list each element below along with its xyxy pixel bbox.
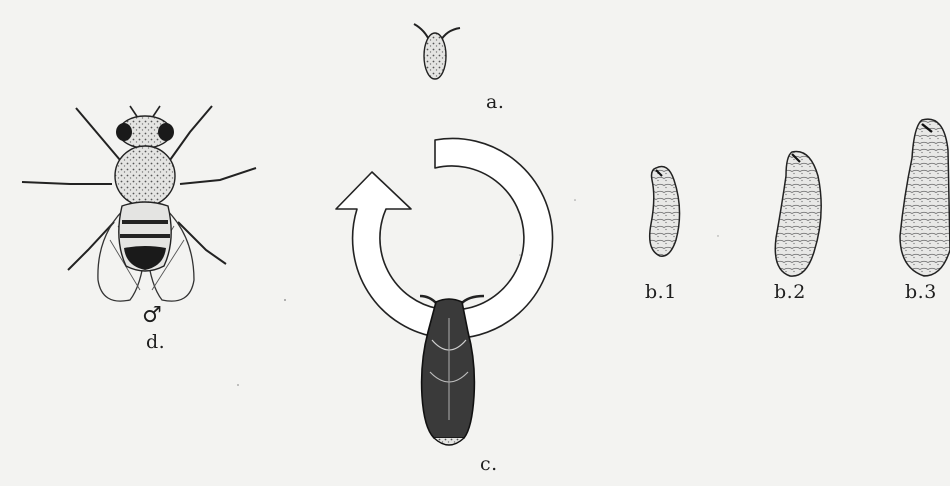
label-stage-a: a. <box>486 91 504 113</box>
larva-medium-icon <box>775 152 821 277</box>
label-stage-b1: b.1 <box>645 281 677 303</box>
label-stage-b3: b.3 <box>905 281 937 303</box>
egg-icon <box>414 24 460 79</box>
adult-fly-icon <box>22 106 256 301</box>
label-stage-d: d. <box>146 331 165 353</box>
male-symbol: ♂ <box>142 303 162 328</box>
larva-large-icon <box>900 119 950 276</box>
label-stage-c: c. <box>480 453 498 475</box>
label-stage-b2: b.2 <box>774 281 806 303</box>
larva-small-icon <box>650 167 680 257</box>
